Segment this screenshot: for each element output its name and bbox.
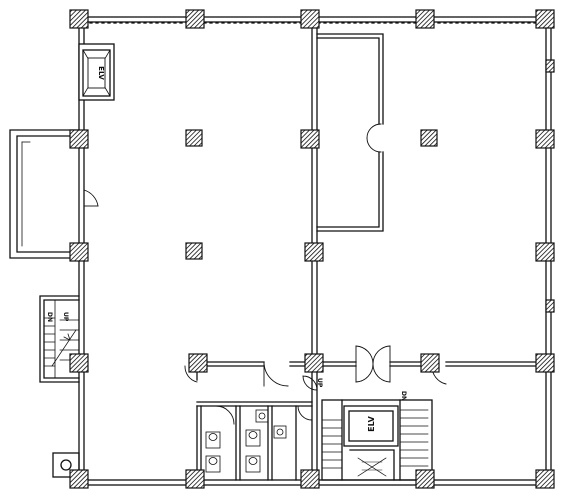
doors [83, 123, 447, 425]
elevator-main-label: ELV [367, 415, 376, 431]
stair-left-dn-label: DN [46, 312, 53, 322]
left-bay [9, 129, 80, 259]
elevator-small [78, 43, 115, 101]
elevator-small-label: ELV [97, 66, 105, 80]
stair-right-dn-label: DN [400, 391, 407, 401]
stair-left-up-label: UP [62, 312, 69, 322]
stair-right-up-label: UP [316, 378, 323, 388]
toilet-fixtures [205, 409, 287, 473]
elevator-main [343, 405, 399, 447]
stair-left [39, 295, 80, 383]
stair-core-right [321, 399, 433, 481]
service-shaft [52, 452, 80, 478]
columns [69, 9, 555, 489]
